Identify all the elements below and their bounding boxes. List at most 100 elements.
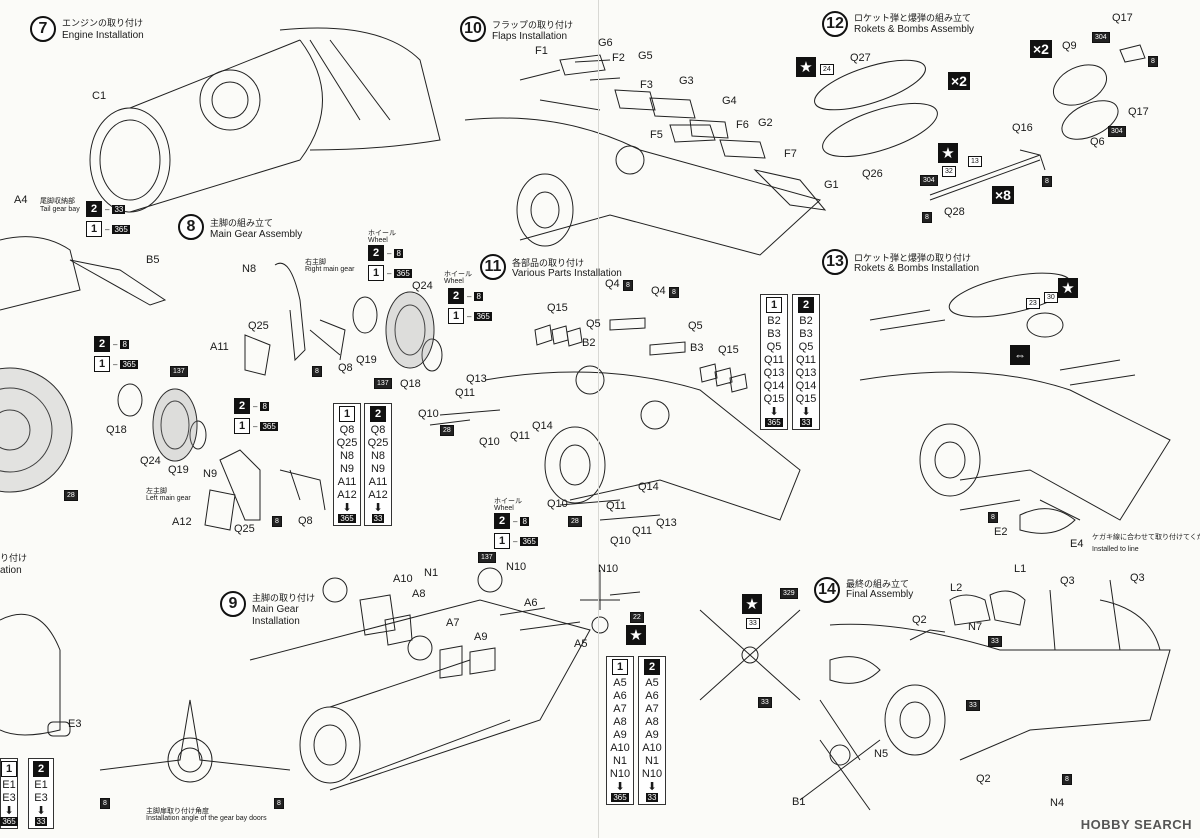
part-f2-label: F2 <box>612 52 625 64</box>
part-b5-label: B5 <box>146 254 160 266</box>
part-q10-label: Q10 <box>547 498 568 510</box>
variant-2-chip: 2–8 <box>368 245 403 261</box>
paint-22: 22 <box>630 612 644 623</box>
part-q15-label: Q15 <box>547 302 568 314</box>
variant-2-chip: 2–33 <box>86 201 126 217</box>
paint-32: 32 <box>942 166 956 177</box>
part-q16-label: Q16 <box>1012 122 1033 134</box>
part-n5-label: N5 <box>874 748 889 760</box>
tail-gear-bay-jp: 尾脚収納部 <box>40 198 75 205</box>
step-9-title-en-1: Main Gear <box>252 604 299 615</box>
aircraft-step9-drawing <box>250 568 590 790</box>
tail-wheel-drawing <box>580 570 640 633</box>
right-gear-jp: 右主脚 <box>305 259 326 266</box>
step-14-title-en: Final Assembly <box>846 589 914 600</box>
gear-door-angle-en: Installation angle of the gear bay doors <box>146 815 267 822</box>
part-g1-label: G1 <box>824 179 839 191</box>
paint-30: 30 <box>1044 292 1058 303</box>
part-n9-label: N9 <box>203 468 218 480</box>
paint-28: 28 <box>568 516 582 527</box>
part-a12-label: A12 <box>172 516 192 528</box>
partial-title-jp: り付け <box>0 553 28 563</box>
variant-2-chip: 2–8 <box>234 398 269 414</box>
part-n1-label: N1 <box>424 567 439 579</box>
swap-arrows-icon: ⇔ <box>1010 345 1030 365</box>
variant-1-chip: 1–365 <box>234 418 278 434</box>
part-q26-label: Q26 <box>862 168 883 180</box>
star-icon: ★ <box>938 143 958 163</box>
step-10-title-jp: フラップの取り付け <box>492 20 574 30</box>
part-g6-label: G6 <box>598 37 613 49</box>
step-12-number: 12 <box>822 11 848 37</box>
paint-8: 8 <box>100 798 110 809</box>
part-a7-label: A7 <box>446 617 460 629</box>
part-q13-label: Q13 <box>656 517 677 529</box>
variant-1-chip: 1–365 <box>494 533 538 549</box>
part-q24-label: Q24 <box>140 455 161 467</box>
step-12-title-en: Rokets & Bombs Assembly <box>854 24 975 35</box>
part-q19-label: Q19 <box>168 464 189 476</box>
step-11-title-en: Various Parts Installation <box>512 268 622 279</box>
paint-28: 28 <box>64 490 78 501</box>
part-g2-label: G2 <box>758 117 773 129</box>
gear-door-angle-drawing <box>100 700 290 782</box>
part-g4-label: G4 <box>722 95 737 107</box>
gear-door-angle-jp: 主脚扉取り付け角度 <box>146 808 209 815</box>
part-q6-label: Q6 <box>1090 136 1105 148</box>
part-f5-label: F5 <box>650 129 663 141</box>
wheel-en: Wheel <box>444 278 464 285</box>
star-icon: ★ <box>796 57 816 77</box>
paint-33: 33 <box>746 618 760 629</box>
wheel-en: Wheel <box>368 237 388 244</box>
part-q27-label: Q27 <box>850 52 871 64</box>
paint-8: 8 <box>1042 176 1052 187</box>
step-7-title-en: Engine Installation <box>62 30 144 41</box>
part-q2-label: Q2 <box>976 773 991 785</box>
paint-33: 33 <box>758 697 772 708</box>
drop-tank-drawing <box>809 45 1145 200</box>
step-8-title-jp: 主脚の組み立て <box>210 218 274 228</box>
part-q3-label: Q3 <box>1130 572 1145 584</box>
fuselage-left-partial-drawing <box>0 614 70 736</box>
paint-8: 8 <box>1062 774 1072 785</box>
step-13-title-jp: ロケット弾と爆弾の取り付け <box>854 253 972 263</box>
part-f3-label: F3 <box>640 79 653 91</box>
part-q11-label: Q11 <box>510 430 530 442</box>
quantity-x8: ×8 <box>992 186 1014 204</box>
step-7-title-jp: エンジンの取り付け <box>62 18 144 28</box>
paint-329: 329 <box>780 588 798 599</box>
part-q11-label: Q11 <box>606 500 626 512</box>
step-11-number: 11 <box>480 254 506 280</box>
paint-304: 304 <box>1092 32 1110 43</box>
paint-33: 33 <box>966 700 980 711</box>
watermark-logo: HOBBY SEARCH <box>1080 817 1192 832</box>
propeller-drawing <box>700 610 880 810</box>
part-q10-label: Q10 <box>418 408 439 420</box>
wheel-en: Wheel <box>494 505 514 512</box>
part-q18-label: Q18 <box>106 424 127 436</box>
wheel-jp: ホイール <box>368 230 396 237</box>
part-f7-label: F7 <box>784 148 797 160</box>
part-q28-label: Q28 <box>944 206 965 218</box>
engine-cowl-drawing <box>90 28 440 212</box>
paint-28: 28 <box>440 425 454 436</box>
left-gear-jp: 左主脚 <box>146 488 167 495</box>
quantity-x2: ×2 <box>948 72 970 90</box>
part-q8-label: Q8 <box>338 362 353 374</box>
paint-8: 8 <box>988 512 998 523</box>
paint-304: 304 <box>1108 126 1126 137</box>
part-a11-label: A11 <box>210 341 229 353</box>
variant-1-chip: 1–365 <box>94 356 138 372</box>
part-q11-label: Q11 <box>632 525 652 537</box>
step-9-title-en-2: Installation <box>252 616 300 627</box>
part-q10-label: Q10 <box>479 436 500 448</box>
part-f1-label: F1 <box>535 45 548 57</box>
variant-1-chip: 1–365 <box>368 265 412 281</box>
part-q2-label: Q2 <box>912 614 927 626</box>
part-q14-label: Q14 <box>532 420 553 432</box>
